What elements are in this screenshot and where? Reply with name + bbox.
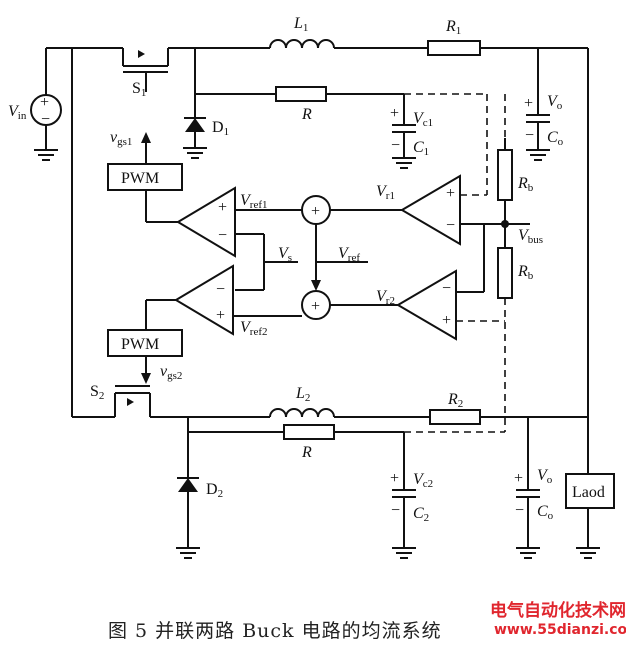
opamp-2 (174, 264, 234, 336)
vr2-label: Vr2 (376, 288, 395, 307)
vgs2-arrow (141, 373, 151, 384)
vo-top-label: Vo (547, 93, 563, 112)
r-bot-label: R (301, 444, 312, 461)
resistor-rb-bot (497, 247, 513, 299)
opamp1-minus: − (218, 227, 227, 244)
svg-text:−: − (446, 217, 455, 234)
capacitor-co-bot (516, 417, 540, 559)
load-label: Laod (572, 484, 605, 501)
rb-top-label: Rb (517, 175, 534, 194)
vgs1-label: vgs1 (110, 129, 132, 148)
svg-text:+: + (442, 312, 451, 329)
svg-text:−: − (515, 502, 524, 519)
load-ground (576, 508, 600, 559)
inductor-l2 (269, 408, 335, 418)
diode-d1 (183, 117, 207, 159)
svg-text:−: − (391, 502, 400, 519)
s2-mosfet (114, 385, 151, 417)
vo-bot-label: Vo (537, 467, 553, 486)
vref-arrow (311, 280, 321, 291)
vs-label: Vs (278, 245, 292, 264)
inductor-l1 (269, 39, 335, 49)
opamp-1 (176, 186, 236, 258)
pwm2-label: PWM (121, 336, 159, 353)
d2-label: D2 (206, 481, 223, 500)
c1-minus: − (391, 137, 400, 154)
pwm1-label: PWM (121, 170, 159, 187)
svg-text:+: + (311, 298, 320, 315)
s1-mosfet (122, 48, 169, 92)
co-bot-label: Co (537, 503, 554, 522)
l1-label: L1 (293, 15, 308, 34)
vc2-label: Vc2 (413, 471, 433, 490)
vgs2-label: vgs2 (160, 363, 182, 382)
vref-label: Vref (338, 245, 360, 264)
vr1-label: Vr1 (376, 183, 395, 202)
svg-text:+: + (446, 185, 455, 202)
opamp-r1 (400, 174, 461, 246)
vref1-label: Vref1 (240, 192, 268, 211)
watermark-title: 电气自动化技术网 (490, 601, 626, 621)
capacitor-co-top (526, 48, 550, 161)
diode-d2 (176, 477, 200, 559)
vgs1-arrow (141, 132, 151, 143)
load-block (565, 473, 615, 509)
r1-label: R1 (445, 18, 461, 37)
c1-plus: + (390, 105, 399, 122)
co-top-plus: + (524, 95, 533, 112)
vref2-label: Vref2 (240, 319, 268, 338)
l2-label: L2 (295, 385, 310, 404)
resistor-r1 (427, 40, 481, 56)
vin-source (30, 47, 123, 161)
vin-plus: + (40, 94, 49, 111)
c2-label: C2 (413, 505, 429, 524)
svg-text:+: + (311, 203, 320, 220)
watermark-url: www.55dianzi.com (494, 622, 626, 638)
c1-label: C1 (413, 139, 429, 158)
s1-label: S1 (132, 80, 146, 99)
vbus-label: Vbus (518, 227, 543, 246)
r-top-label: R (301, 106, 312, 123)
svg-text:+: + (390, 470, 399, 487)
pwm1-block (107, 163, 183, 191)
resistor-r-bot (283, 424, 335, 440)
rb-bot-label: Rb (517, 263, 534, 282)
r2-label: R2 (447, 391, 463, 410)
vin-label: Vin (8, 103, 27, 122)
svg-text:−: − (442, 280, 451, 297)
svg-text:+: + (216, 307, 225, 324)
pwm2-block (107, 329, 183, 357)
svg-text:−: − (216, 281, 225, 298)
resistor-r-top (275, 86, 327, 102)
d1-label: D1 (212, 119, 229, 138)
s2-label: S2 (90, 383, 104, 402)
co-top-label: Co (547, 129, 564, 148)
capacitor-c1 (392, 94, 416, 169)
co-top-minus: − (525, 127, 534, 144)
vc1-label: Vc1 (413, 110, 433, 129)
resistor-rb-top (497, 149, 513, 201)
opamp-r2 (396, 269, 457, 341)
capacitor-c2 (392, 432, 416, 559)
resistor-r2 (429, 409, 481, 425)
svg-text:+: + (514, 470, 523, 487)
opamp1-plus: + (218, 199, 227, 216)
vin-minus: − (41, 111, 50, 128)
figure-caption: 图 5 并联两路 Buck 电路的均流系统 (108, 620, 442, 642)
vbus-node (501, 220, 509, 228)
